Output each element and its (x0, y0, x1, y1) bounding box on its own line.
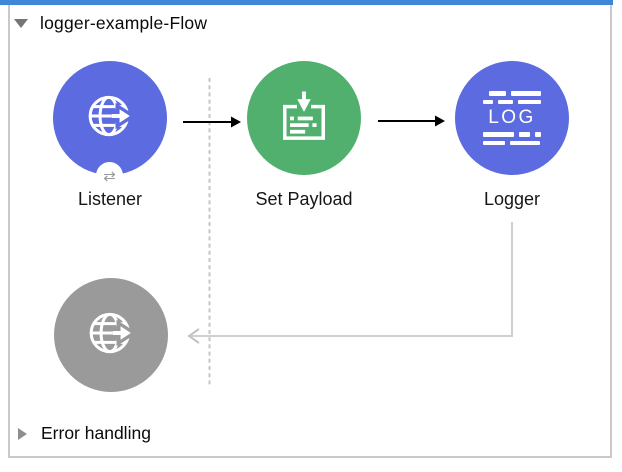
node-http-listener[interactable] (53, 61, 167, 175)
http-globe-arrow-icon (83, 305, 139, 366)
collapse-triangle-icon[interactable] (14, 19, 28, 28)
flow-selection-bar (0, 0, 613, 5)
error-handling-label: Error handling (41, 423, 151, 443)
node-label-logger: Logger (483, 189, 541, 209)
node-http-response-listener[interactable] (54, 278, 168, 392)
flow-header[interactable]: logger-example-Flow (14, 13, 207, 34)
http-globe-arrow-icon (82, 88, 138, 149)
exchange-arrows-icon: ⇄ (103, 167, 116, 185)
logger-icon-text: LOG (488, 107, 536, 128)
error-handling-section[interactable]: Error handling (18, 423, 151, 444)
logger-icon: LOG (483, 91, 541, 145)
transport-exchange-badge: ⇄ (96, 162, 123, 189)
node-label-set-payload: Set Payload (255, 189, 353, 209)
set-payload-icon (276, 88, 332, 149)
node-logger[interactable]: LOG (455, 61, 569, 175)
node-set-payload[interactable] (247, 61, 361, 175)
flow-title: logger-example-Flow (40, 13, 208, 33)
node-label-listener: Listener (77, 189, 143, 209)
expand-triangle-icon[interactable] (18, 427, 27, 440)
flow-frame (8, 5, 612, 458)
